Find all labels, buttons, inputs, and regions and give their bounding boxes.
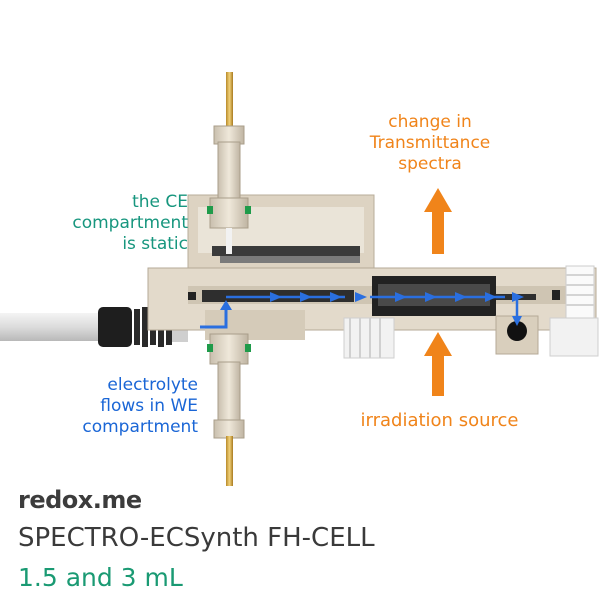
- irradiation-label: irradiation source: [360, 410, 519, 431]
- flow-label-line: electrolyte: [107, 375, 198, 395]
- irradiation-arrow: [424, 332, 452, 396]
- product-name: SPECTRO-ECSynth FH-CELL: [18, 523, 375, 553]
- transmittance-label-line: change in: [388, 112, 472, 132]
- brand-logo: redox.me: [18, 486, 142, 514]
- screw-left: [343, 317, 395, 359]
- transmittance-arrow: [424, 188, 452, 254]
- flow-label: electrolyte flows in WE compartment: [30, 375, 198, 438]
- transmittance-label-line: Transmittance: [369, 133, 491, 153]
- flow-label-line: flows in WE: [100, 396, 198, 416]
- screw-right: [549, 265, 599, 357]
- flow-arrows: [200, 292, 524, 329]
- ce-label-line: compartment: [72, 213, 188, 233]
- ce-electrode: [207, 72, 251, 254]
- cell-body: [147, 267, 597, 355]
- ce-label-line: is static: [122, 234, 188, 254]
- flow-label-line: compartment: [82, 417, 198, 437]
- transmittance-label: change in Transmittance spectra: [345, 112, 515, 175]
- we-electrode: [207, 333, 251, 486]
- ce-label-line: the CE: [132, 192, 188, 212]
- volume-text: 1.5 and 3 mL: [18, 563, 183, 592]
- transmittance-label-line: spectra: [398, 154, 462, 174]
- ce-compartment-label: the CE compartment is static: [38, 192, 188, 255]
